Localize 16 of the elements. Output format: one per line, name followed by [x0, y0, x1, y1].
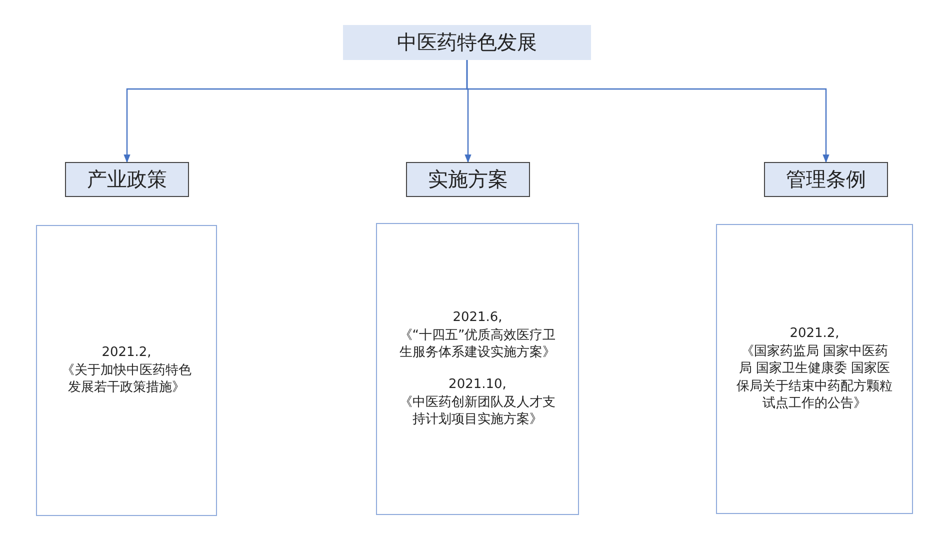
category-box: 实施方案 [406, 162, 530, 197]
date-text: 2021.6, [452, 309, 502, 327]
document-box [36, 225, 217, 516]
title-box: 中医药特色发展 [343, 25, 591, 60]
document-title: 《关于加快中医药特色发展若干政策措施》 [60, 362, 192, 397]
date-text: 2021.10, [448, 376, 506, 394]
date-text: 2021.2, [102, 344, 152, 362]
category-box: 管理条例 [764, 162, 888, 197]
document-box [376, 223, 579, 515]
arrow [466, 60, 830, 163]
document-box [716, 224, 913, 514]
document-title: 《国家药监局 国家中医药局 国家卫生健康委 国家医保局关于结束中药配方颗粒试点工作的公告》 [736, 342, 894, 413]
document-title: 《中医药创新团队及人才支持计划项目实施方案》 [398, 394, 556, 429]
document-title: 《“十四五”优质高效医疗卫生服务体系建设实施方案》 [398, 326, 557, 362]
category-box: 产业政策 [65, 162, 189, 197]
date-text: 2021.2, [790, 325, 840, 343]
